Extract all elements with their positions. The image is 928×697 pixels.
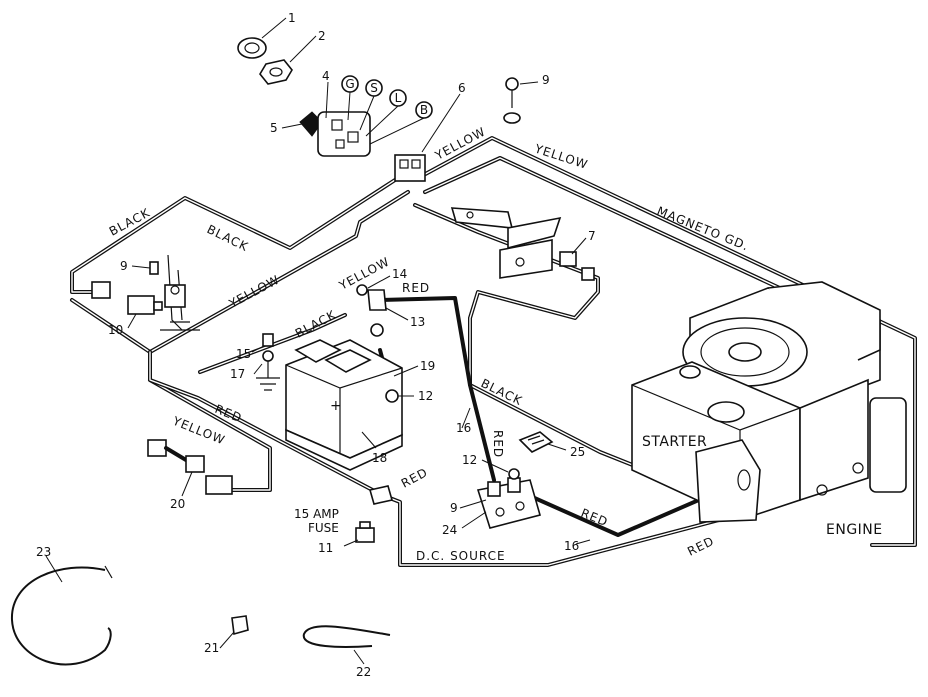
component-labels: STARTER ENGINE 15 AMP FUSE D.C. SOURCE — [294, 434, 883, 563]
callout-9-top: 9 — [542, 73, 550, 87]
terminal-s: S — [365, 79, 383, 97]
label-starter: STARTER — [642, 434, 707, 450]
seat-switch-assembly — [91, 254, 200, 331]
terminal-b-label: B — [420, 103, 428, 117]
callout-9-solenoid: 9 — [450, 501, 458, 515]
label-engine: ENGINE — [826, 522, 883, 538]
callout-15: 15 — [236, 347, 251, 361]
terminal-g-label: G — [345, 77, 354, 91]
connector-20 — [147, 439, 233, 495]
callout-19: 19 — [420, 359, 435, 373]
callout-9-left: 9 — [120, 259, 128, 273]
bolt-12-solenoid — [508, 468, 520, 480]
switch-cap — [237, 37, 267, 59]
label-fuse-line2: FUSE — [308, 521, 339, 535]
connector-6 — [394, 154, 426, 182]
callout-5: 5 — [270, 121, 278, 135]
label-red-left: RED — [213, 402, 244, 426]
callout-10: 10 — [108, 323, 123, 337]
fuse-11 — [355, 521, 375, 543]
bolt-12-battery — [385, 389, 399, 403]
wire-red-cable-13 — [378, 296, 496, 482]
label-yellow-left: YELLOW — [226, 272, 282, 311]
callout-4: 4 — [322, 69, 330, 83]
callout-17: 17 — [230, 367, 245, 381]
callout-18: 18 — [372, 451, 387, 465]
battery-18: + — [285, 339, 403, 471]
switch-nut — [259, 59, 293, 85]
clip-21 — [231, 615, 249, 636]
plug-10 — [127, 295, 163, 315]
label-red-top: RED — [402, 281, 430, 295]
terminal-g: G — [341, 75, 359, 93]
callout-25: 25 — [570, 445, 585, 459]
tie-22 — [302, 625, 391, 648]
callout-12-battery: 12 — [418, 389, 433, 403]
label-dc-source: D.C. SOURCE — [416, 549, 506, 563]
battery-plus-sign: + — [330, 398, 342, 414]
label-fuse-line1: 15 AMP — [294, 507, 339, 521]
engine — [631, 281, 907, 523]
callout-12-solenoid: 12 — [462, 453, 477, 467]
screw-9-left — [149, 261, 159, 275]
terminal-l: L — [389, 89, 407, 107]
callout-6: 6 — [458, 81, 466, 95]
ground-screw-9-top — [503, 77, 521, 124]
callout-23: 23 — [36, 545, 51, 559]
callout-2: 2 — [318, 29, 326, 43]
callout-20: 20 — [170, 497, 185, 511]
safety-switch-7 — [450, 207, 595, 281]
label-magneto: MAGNETO GD. — [655, 204, 751, 254]
callout-21: 21 — [204, 641, 219, 655]
terminal-b: B — [415, 101, 433, 119]
callout-numbers: 1 2 4 5 6 9 7 9 10 14 13 15 17 19 12 16 … — [36, 11, 596, 679]
label-black-battery: BLACK — [293, 307, 339, 340]
callout-22: 22 — [356, 665, 371, 679]
label-red-vertical: RED — [491, 430, 505, 458]
callout-13: 13 — [410, 315, 425, 329]
callout-16-a: 16 — [456, 421, 471, 435]
switch-body — [317, 111, 371, 157]
ignition-switch-assembly: G S L B — [237, 37, 521, 182]
terminal-s-label: S — [370, 81, 378, 95]
callout-7: 7 — [588, 229, 596, 243]
label-red-engine: RED — [685, 534, 716, 559]
callout-16-b: 16 — [564, 539, 579, 553]
screw-14 — [356, 284, 368, 296]
callout-1: 1 — [288, 11, 296, 25]
solenoid-24 — [476, 477, 541, 529]
harness-coil-23 — [10, 565, 113, 666]
callout-24: 24 — [442, 523, 457, 537]
ground-17 — [256, 350, 280, 391]
fuse-holder — [368, 485, 394, 505]
callout-leaders — [45, 17, 591, 665]
label-yellow-diag: YELLOW — [532, 141, 590, 172]
terminal-l-label: L — [395, 91, 402, 105]
callout-11: 11 — [318, 541, 333, 555]
label-red-fuse: RED — [399, 465, 430, 491]
callout-14: 14 — [392, 267, 407, 281]
part-25 — [518, 431, 554, 453]
connector-left-harness — [91, 281, 111, 299]
terminal-13 — [367, 289, 387, 337]
screw-15 — [262, 333, 274, 347]
